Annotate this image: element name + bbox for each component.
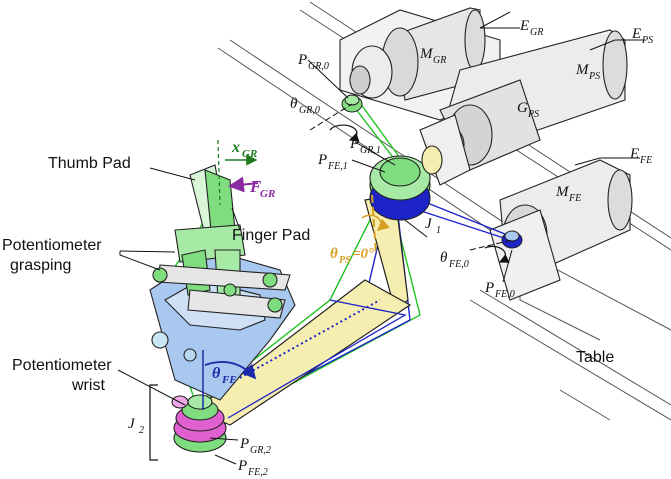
- label-p-fe1: P FE,1: [317, 152, 348, 172]
- svg-text:x: x: [231, 139, 240, 156]
- svg-text:PS: PS: [641, 35, 653, 46]
- label-pot-grasping-1: Potentiometer: [2, 237, 102, 254]
- svg-text:=0°: =0°: [352, 246, 374, 262]
- svg-text:FE: FE: [221, 374, 237, 386]
- label-e-ps: E PS: [631, 26, 653, 46]
- svg-text:1: 1: [436, 225, 441, 236]
- pulley-j1: [369, 145, 443, 221]
- label-theta-fe: θ FE: [212, 365, 237, 386]
- svg-text:θ: θ: [330, 246, 338, 262]
- svg-text:PS: PS: [339, 255, 351, 266]
- theta-ps-arrow: [361, 214, 390, 231]
- svg-text:GR,1: GR,1: [360, 145, 381, 156]
- label-f-gr: F GR: [249, 177, 275, 200]
- label-theta-fe0: θ FE,0: [440, 250, 469, 270]
- j2-bracket: [149, 384, 158, 461]
- motor-fe: [489, 159, 633, 301]
- svg-text:P: P: [317, 152, 327, 168]
- label-j1: J 1: [425, 216, 441, 236]
- f-gr-arrow: [228, 176, 259, 193]
- label-pot-wrist-1: Potentiometer: [12, 357, 112, 374]
- svg-text:θ: θ: [290, 96, 298, 112]
- finger-thumb: [152, 164, 291, 319]
- axis-fe0: [469, 239, 513, 251]
- yellow-link: [193, 194, 412, 426]
- svg-text:J: J: [425, 216, 433, 232]
- svg-text:θ: θ: [212, 365, 221, 382]
- axis-ps: [371, 194, 377, 256]
- svg-text:J: J: [128, 416, 136, 432]
- svg-text:GR,2: GR,2: [250, 445, 271, 456]
- svg-text:FE,1: FE,1: [327, 161, 348, 172]
- theta-fe0-arrow: [484, 245, 510, 263]
- theta-fe-arrow: [204, 361, 257, 380]
- label-pot-grasping-2: grasping: [10, 257, 71, 274]
- svg-text:GR: GR: [433, 55, 446, 66]
- svg-text:M: M: [575, 62, 590, 78]
- leader-lines: [117, 11, 645, 465]
- label-m-fe: M FE: [555, 184, 581, 204]
- motor-gr: [339, 7, 501, 121]
- svg-text:GR,0: GR,0: [299, 105, 320, 116]
- svg-text:E: E: [629, 146, 639, 162]
- label-g-ps: G PS: [517, 100, 539, 120]
- svg-text:FE,0: FE,0: [494, 289, 515, 300]
- svg-text:GR: GR: [530, 27, 543, 38]
- label-pot-wrist-2: wrist: [71, 377, 105, 394]
- svg-text:E: E: [519, 18, 529, 34]
- svg-text:GR: GR: [260, 188, 275, 200]
- axis-gr0: [309, 103, 353, 131]
- svg-text:θ: θ: [440, 250, 448, 266]
- svg-text:FE: FE: [639, 155, 652, 166]
- label-x-gr: x GR: [231, 139, 257, 160]
- svg-text:P: P: [239, 436, 249, 452]
- label-p-gr2: P GR,2: [239, 436, 271, 456]
- svg-text:GR: GR: [242, 148, 257, 160]
- label-m-ps: M PS: [575, 62, 600, 82]
- svg-text:P: P: [237, 458, 247, 474]
- label-p-gr0: P GR,0: [297, 52, 329, 72]
- pulley-fe0: [501, 230, 523, 249]
- svg-text:P: P: [484, 280, 494, 296]
- x-gr-axis: [217, 139, 221, 206]
- theta-gr0-arrow: [329, 124, 360, 142]
- svg-text:E: E: [631, 26, 641, 42]
- label-m-gr: M GR: [419, 46, 446, 66]
- svg-text:FE,0: FE,0: [448, 259, 469, 270]
- svg-text:M: M: [419, 46, 434, 62]
- svg-text:M: M: [555, 184, 570, 200]
- label-p-fe0: P FE,0: [484, 280, 515, 300]
- svg-text:FE,2: FE,2: [247, 467, 268, 478]
- svg-text:2: 2: [139, 425, 144, 436]
- svg-text:FE: FE: [568, 193, 581, 204]
- svg-text:P: P: [349, 136, 359, 152]
- motor-ps: [419, 29, 628, 186]
- pulley-j2: [171, 394, 227, 453]
- label-p-gr1: P GR,1: [349, 136, 381, 156]
- svg-text:F: F: [249, 177, 262, 196]
- svg-text:GR,0: GR,0: [308, 61, 329, 72]
- svg-text:PS: PS: [527, 109, 539, 120]
- svg-text:P: P: [297, 52, 307, 68]
- label-p-fe2: P FE,2: [237, 458, 268, 478]
- label-table: Table: [576, 349, 614, 366]
- pulley-gr0: [341, 94, 363, 113]
- svg-text:PS: PS: [588, 71, 600, 82]
- label-j2: J 2: [128, 416, 144, 436]
- label-e-fe: E FE: [629, 146, 652, 166]
- label-e-gr: E GR: [519, 18, 543, 38]
- label-theta-ps: θ PS =0°: [330, 246, 374, 266]
- label-thumb-pad: Thumb Pad: [48, 155, 131, 172]
- label-theta-gr0: θ GR,0: [290, 96, 320, 116]
- label-finger-pad: Finger Pad: [232, 227, 310, 244]
- svg-text:G: G: [517, 100, 528, 116]
